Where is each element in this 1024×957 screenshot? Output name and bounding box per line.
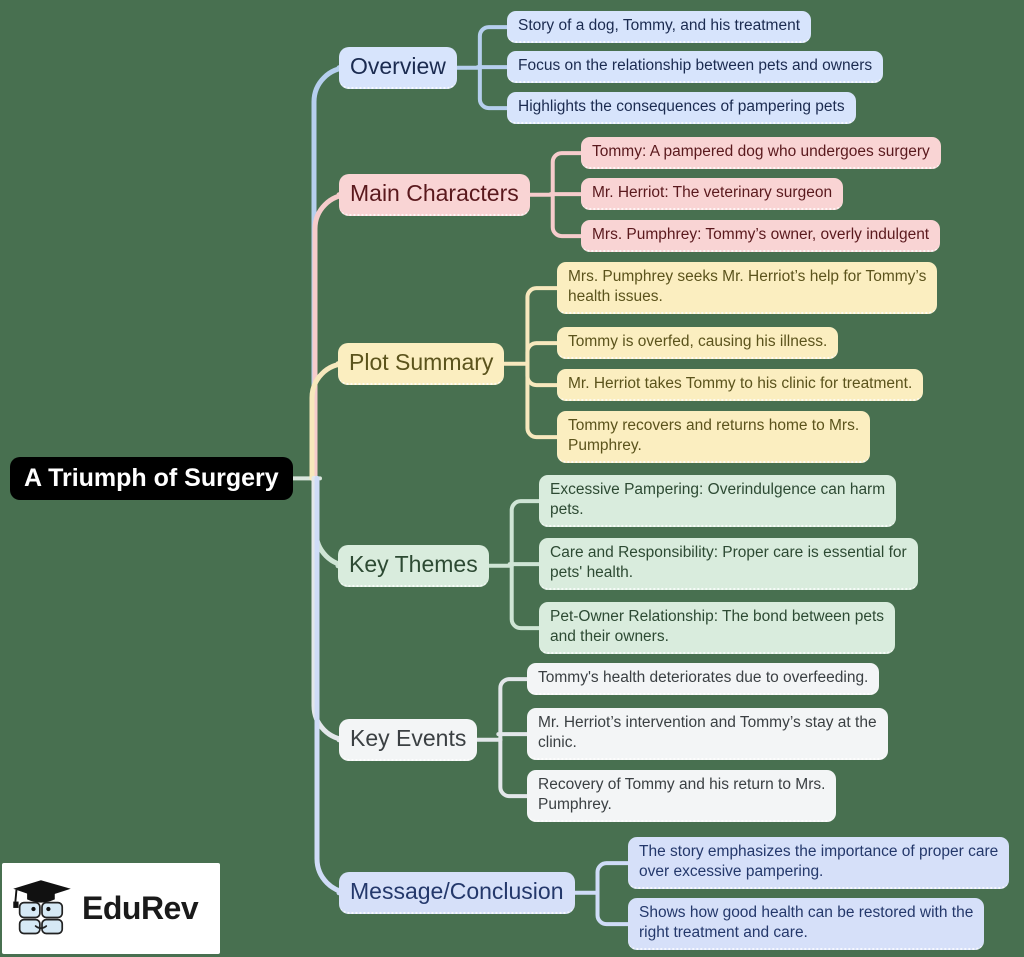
branch-label-main-characters[interactable]: Main Characters — [339, 174, 530, 216]
child-node[interactable]: Mr. Herriot: The veterinary surgeon — [581, 178, 844, 211]
branch-label-message-conclusion[interactable]: Message/Conclusion — [339, 872, 575, 914]
branch-label-plot-summary[interactable]: Plot Summary — [338, 343, 505, 385]
child-node[interactable]: Tommy recovers and returns home to Mrs. … — [557, 411, 871, 464]
edurev-logo[interactable]: EduRev — [2, 863, 220, 954]
child-node[interactable]: Mr. Herriot takes Tommy to his clinic fo… — [557, 369, 924, 402]
child-node[interactable]: Tommy: A pampered dog who undergoes surg… — [581, 137, 941, 170]
child-node[interactable]: Mr. Herriot’s intervention and Tommy’s s… — [527, 708, 888, 761]
child-node[interactable]: The story emphasizes the importance of p… — [628, 837, 1010, 890]
branch-label-overview[interactable]: Overview — [339, 47, 457, 89]
branch-label-key-events[interactable]: Key Events — [339, 719, 478, 761]
child-node[interactable]: Mrs. Pumphrey seeks Mr. Herriot’s help f… — [557, 262, 938, 315]
edurev-logo-text: EduRev — [82, 890, 199, 926]
child-node[interactable]: Excessive Pampering: Overindulgence can … — [539, 475, 897, 528]
child-node[interactable]: Pet-Owner Relationship: The bond between… — [539, 602, 896, 655]
child-node[interactable]: Mrs. Pumphrey: Tommy’s owner, overly ind… — [581, 220, 941, 253]
child-node[interactable]: Recovery of Tommy and his return to Mrs.… — [527, 770, 837, 823]
branch-label-key-themes[interactable]: Key Themes — [338, 545, 489, 587]
child-node[interactable]: Tommy's health deteriorates due to overf… — [527, 663, 880, 696]
child-node[interactable]: Focus on the relationship between pets a… — [507, 51, 884, 84]
child-node[interactable]: Shows how good health can be restored wi… — [628, 898, 985, 951]
child-node[interactable]: Care and Responsibility: Proper care is … — [539, 538, 918, 591]
root-node[interactable]: A Triumph of Surgery — [10, 457, 293, 500]
edurev-mascot-icon — [13, 879, 71, 934]
child-node[interactable]: Highlights the consequences of pampering… — [507, 92, 856, 125]
child-node[interactable]: Tommy is overfed, causing his illness. — [557, 327, 839, 360]
child-node[interactable]: Story of a dog, Tommy, and his treatment — [507, 11, 812, 44]
